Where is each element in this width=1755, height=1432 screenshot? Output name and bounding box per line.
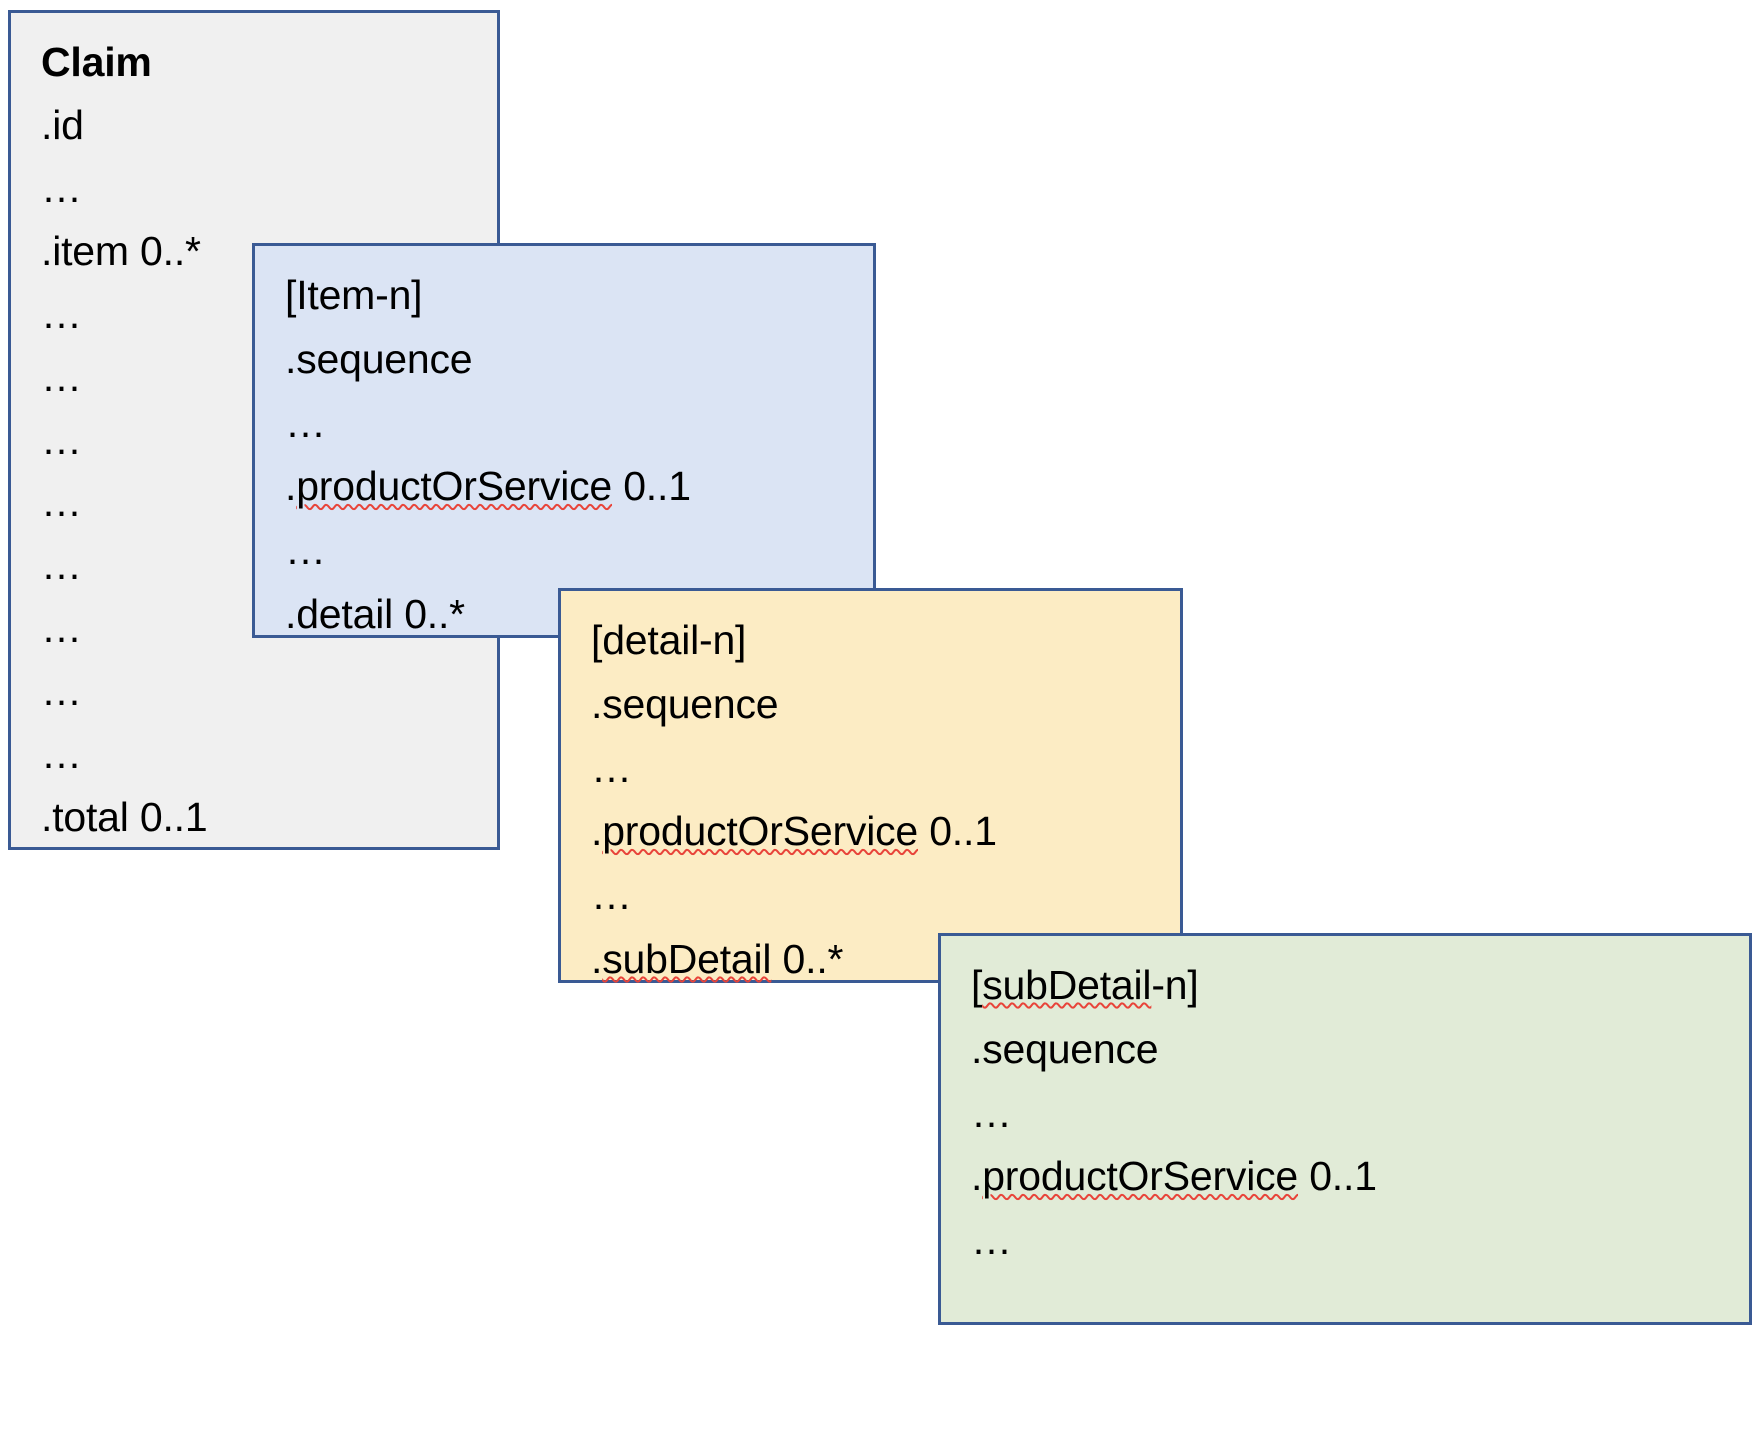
claim-ellipsis-4: …	[41, 416, 82, 463]
subdetail-pos-word: productOrService	[982, 1153, 1299, 1200]
subdetail-ellipsis-1: …	[971, 1089, 1012, 1136]
item-ellipsis-1: …	[285, 399, 326, 446]
subdetail-field-sequence: .sequence	[971, 1025, 1159, 1072]
claim-field-id: .id	[41, 101, 84, 148]
claim-ellipsis-6: …	[41, 542, 82, 589]
subdetail-title: [subDetail-n]	[971, 954, 1723, 1018]
claim-ellipsis-1: …	[41, 164, 82, 211]
detail-field-productorservice: .productOrService 0..1	[591, 800, 1154, 864]
item-field-sequence: .sequence	[285, 335, 473, 382]
item-title: [Item-n]	[285, 272, 423, 318]
item-node-box: [Item-n] .sequence … .productOrService 0…	[252, 243, 876, 638]
claim-ellipsis-5: …	[41, 479, 82, 526]
claim-ellipsis-8: …	[41, 668, 82, 715]
detail-title: [detail-n]	[591, 617, 747, 663]
subdetail-pos-cardinality: 0..1	[1298, 1153, 1377, 1200]
subdetail-title-suffix: -n]	[1151, 962, 1199, 1008]
detail-ellipsis-1: …	[591, 744, 632, 791]
claim-ellipsis-2: …	[41, 290, 82, 337]
subdetail-title-prefix: [	[971, 962, 983, 1008]
item-pos-prefix: .	[285, 463, 297, 510]
detail-node-box: [detail-n] .sequence … .productOrService…	[558, 588, 1183, 983]
detail-pos-word: productOrService	[602, 808, 919, 855]
detail-subdetail-word: subDetail	[602, 935, 772, 982]
subdetail-title-word: subDetail	[982, 962, 1152, 1008]
detail-pos-prefix: .	[591, 808, 603, 855]
item-pos-word: productOrService	[296, 463, 613, 510]
claim-ellipsis-7: …	[41, 605, 82, 652]
detail-field-subdetail: .subDetail 0..*	[591, 928, 1154, 992]
subdetail-field-productorservice: .productOrService 0..1	[971, 1145, 1723, 1209]
item-pos-cardinality: 0..1	[612, 463, 691, 510]
detail-field-sequence: .sequence	[591, 680, 779, 727]
claim-field-item: .item 0..*	[41, 227, 201, 274]
subdetail-pos-prefix: .	[971, 1153, 983, 1200]
detail-subdetail-prefix: .	[591, 935, 603, 982]
subdetail-node-box: [subDetail-n] .sequence … .productOrServ…	[938, 933, 1752, 1325]
claim-ellipsis-9: …	[41, 731, 82, 778]
claim-ellipsis-3: …	[41, 353, 82, 400]
claim-field-total: .total 0..1	[41, 794, 208, 841]
detail-ellipsis-2: …	[591, 872, 632, 918]
claim-title: Claim	[41, 39, 152, 85]
item-field-productorservice: .productOrService 0..1	[285, 455, 847, 519]
detail-subdetail-cardinality: 0..*	[771, 935, 844, 982]
item-field-detail: .detail 0..*	[285, 590, 465, 637]
subdetail-ellipsis-2: …	[971, 1217, 1012, 1263]
detail-pos-cardinality: 0..1	[918, 808, 997, 855]
item-ellipsis-2: …	[285, 527, 326, 573]
